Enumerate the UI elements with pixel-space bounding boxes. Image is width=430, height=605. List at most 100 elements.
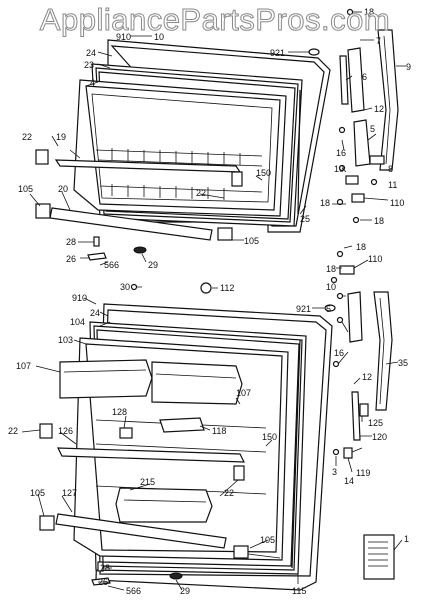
screw-18-lower-a [336,250,344,258]
screw-16-upper [338,126,346,134]
screw-18-lower-b [330,276,338,284]
label-566b: 566 [126,586,141,596]
door-bin-107-right [151,361,243,405]
screw-5-lower [336,316,344,324]
label-107b: 107 [236,388,251,398]
label-14: 14 [344,476,354,486]
label-4: 4 [90,78,95,88]
label-107: 107 [16,361,31,371]
freezer-door-group [49,39,331,241]
label-26b: 26 [98,577,108,587]
cap-29-lower [169,572,183,580]
shelf-bracket-22-right [233,465,245,481]
label-921: 921 [270,48,285,58]
label-26: 26 [66,254,76,264]
label-25: 25 [300,214,310,224]
label-24b: 24 [90,308,100,318]
label-5b: 5 [326,304,331,314]
label-12: 12 [374,104,384,114]
label-22d: 22 [224,488,234,498]
label-105: 105 [18,184,33,194]
label-9: 9 [406,62,411,72]
label-215: 215 [140,477,155,487]
label-7: 7 [376,36,381,46]
shelf-bracket-left [35,149,49,165]
strip-120 [351,391,361,441]
shelf-bracket-22-lower [39,423,53,439]
label-118: 118 [212,426,226,436]
cap-29-upper [133,246,147,254]
label-29b: 29 [180,586,190,596]
label-110: 110 [390,198,404,208]
label-125: 125 [368,418,383,428]
shelf-support-105-right [233,545,249,559]
hinge-plate-8 [369,155,385,165]
plug-921-lower [324,304,336,312]
label-12b: 12 [362,372,372,382]
screw-11 [370,178,378,186]
door-shelf-bar-127 [55,513,227,549]
label-103: 103 [58,335,73,345]
screw-3 [332,448,340,456]
label-10: 10 [154,32,164,42]
label-150b: 150 [262,432,277,442]
butter-door-118 [159,417,205,433]
door-bin-215 [115,487,213,523]
pin-28-lower [97,561,104,572]
label-35: 35 [398,358,408,368]
plug-921-upper [308,48,320,56]
trim-7 [339,55,349,105]
shelf-support-right [217,227,233,241]
label-30: 30 [120,282,130,292]
door-shelf-bar-126 [57,447,245,463]
plate-26-lower [91,577,111,586]
label-120: 120 [372,432,387,442]
label-6: 6 [362,72,367,82]
fresh-food-door-group [55,303,333,591]
label-110b: 110 [368,254,382,264]
fresh-food-hardware [39,282,395,586]
label-10c: 10 [326,282,336,292]
callout-labels: 18 910 10 24 23 921 7 9 4 6 12 22 19 5 1… [8,7,411,596]
label-10b: 10 [334,164,344,174]
label-128: 128 [112,407,127,417]
label-5: 5 [370,124,375,134]
label-18: 18 [364,7,374,17]
handle-9 [377,29,399,171]
lower-hinge-handle-group [330,250,393,459]
screw-18-mid [336,198,344,206]
hinge-110-lower [339,265,355,275]
label-18e: 18 [326,264,336,274]
trim-12-lower [347,291,363,343]
label-105b: 105 [244,236,259,246]
hinge-5 [353,119,371,167]
label-3: 3 [332,467,337,477]
label-119: 119 [356,468,370,478]
label-18d: 18 [356,242,366,252]
label-16: 16 [336,148,346,158]
label-19: 19 [56,132,66,142]
label-127: 127 [62,488,77,498]
label-104: 104 [70,317,85,327]
label-566: 566 [104,260,119,270]
freezer-inner-liner [73,79,287,217]
leader-lines [21,11,406,591]
label-105d: 105 [30,488,45,498]
label-28b: 28 [100,563,110,573]
label-150: 150 [256,168,271,178]
label-910b: 910 [72,293,87,303]
label-22: 22 [22,132,32,142]
shelf-support-105-lower [39,515,55,531]
label-23: 23 [84,60,94,70]
label-11: 11 [388,180,397,190]
label-29: 29 [148,260,158,270]
door-bin-107-left [59,359,153,399]
hinge-pin-110-upper [345,175,359,185]
handle-35 [373,291,393,411]
clip-125 [359,403,369,417]
label-112: 112 [220,283,234,293]
label-115: 115 [292,586,306,596]
screw-18-low [352,216,360,224]
